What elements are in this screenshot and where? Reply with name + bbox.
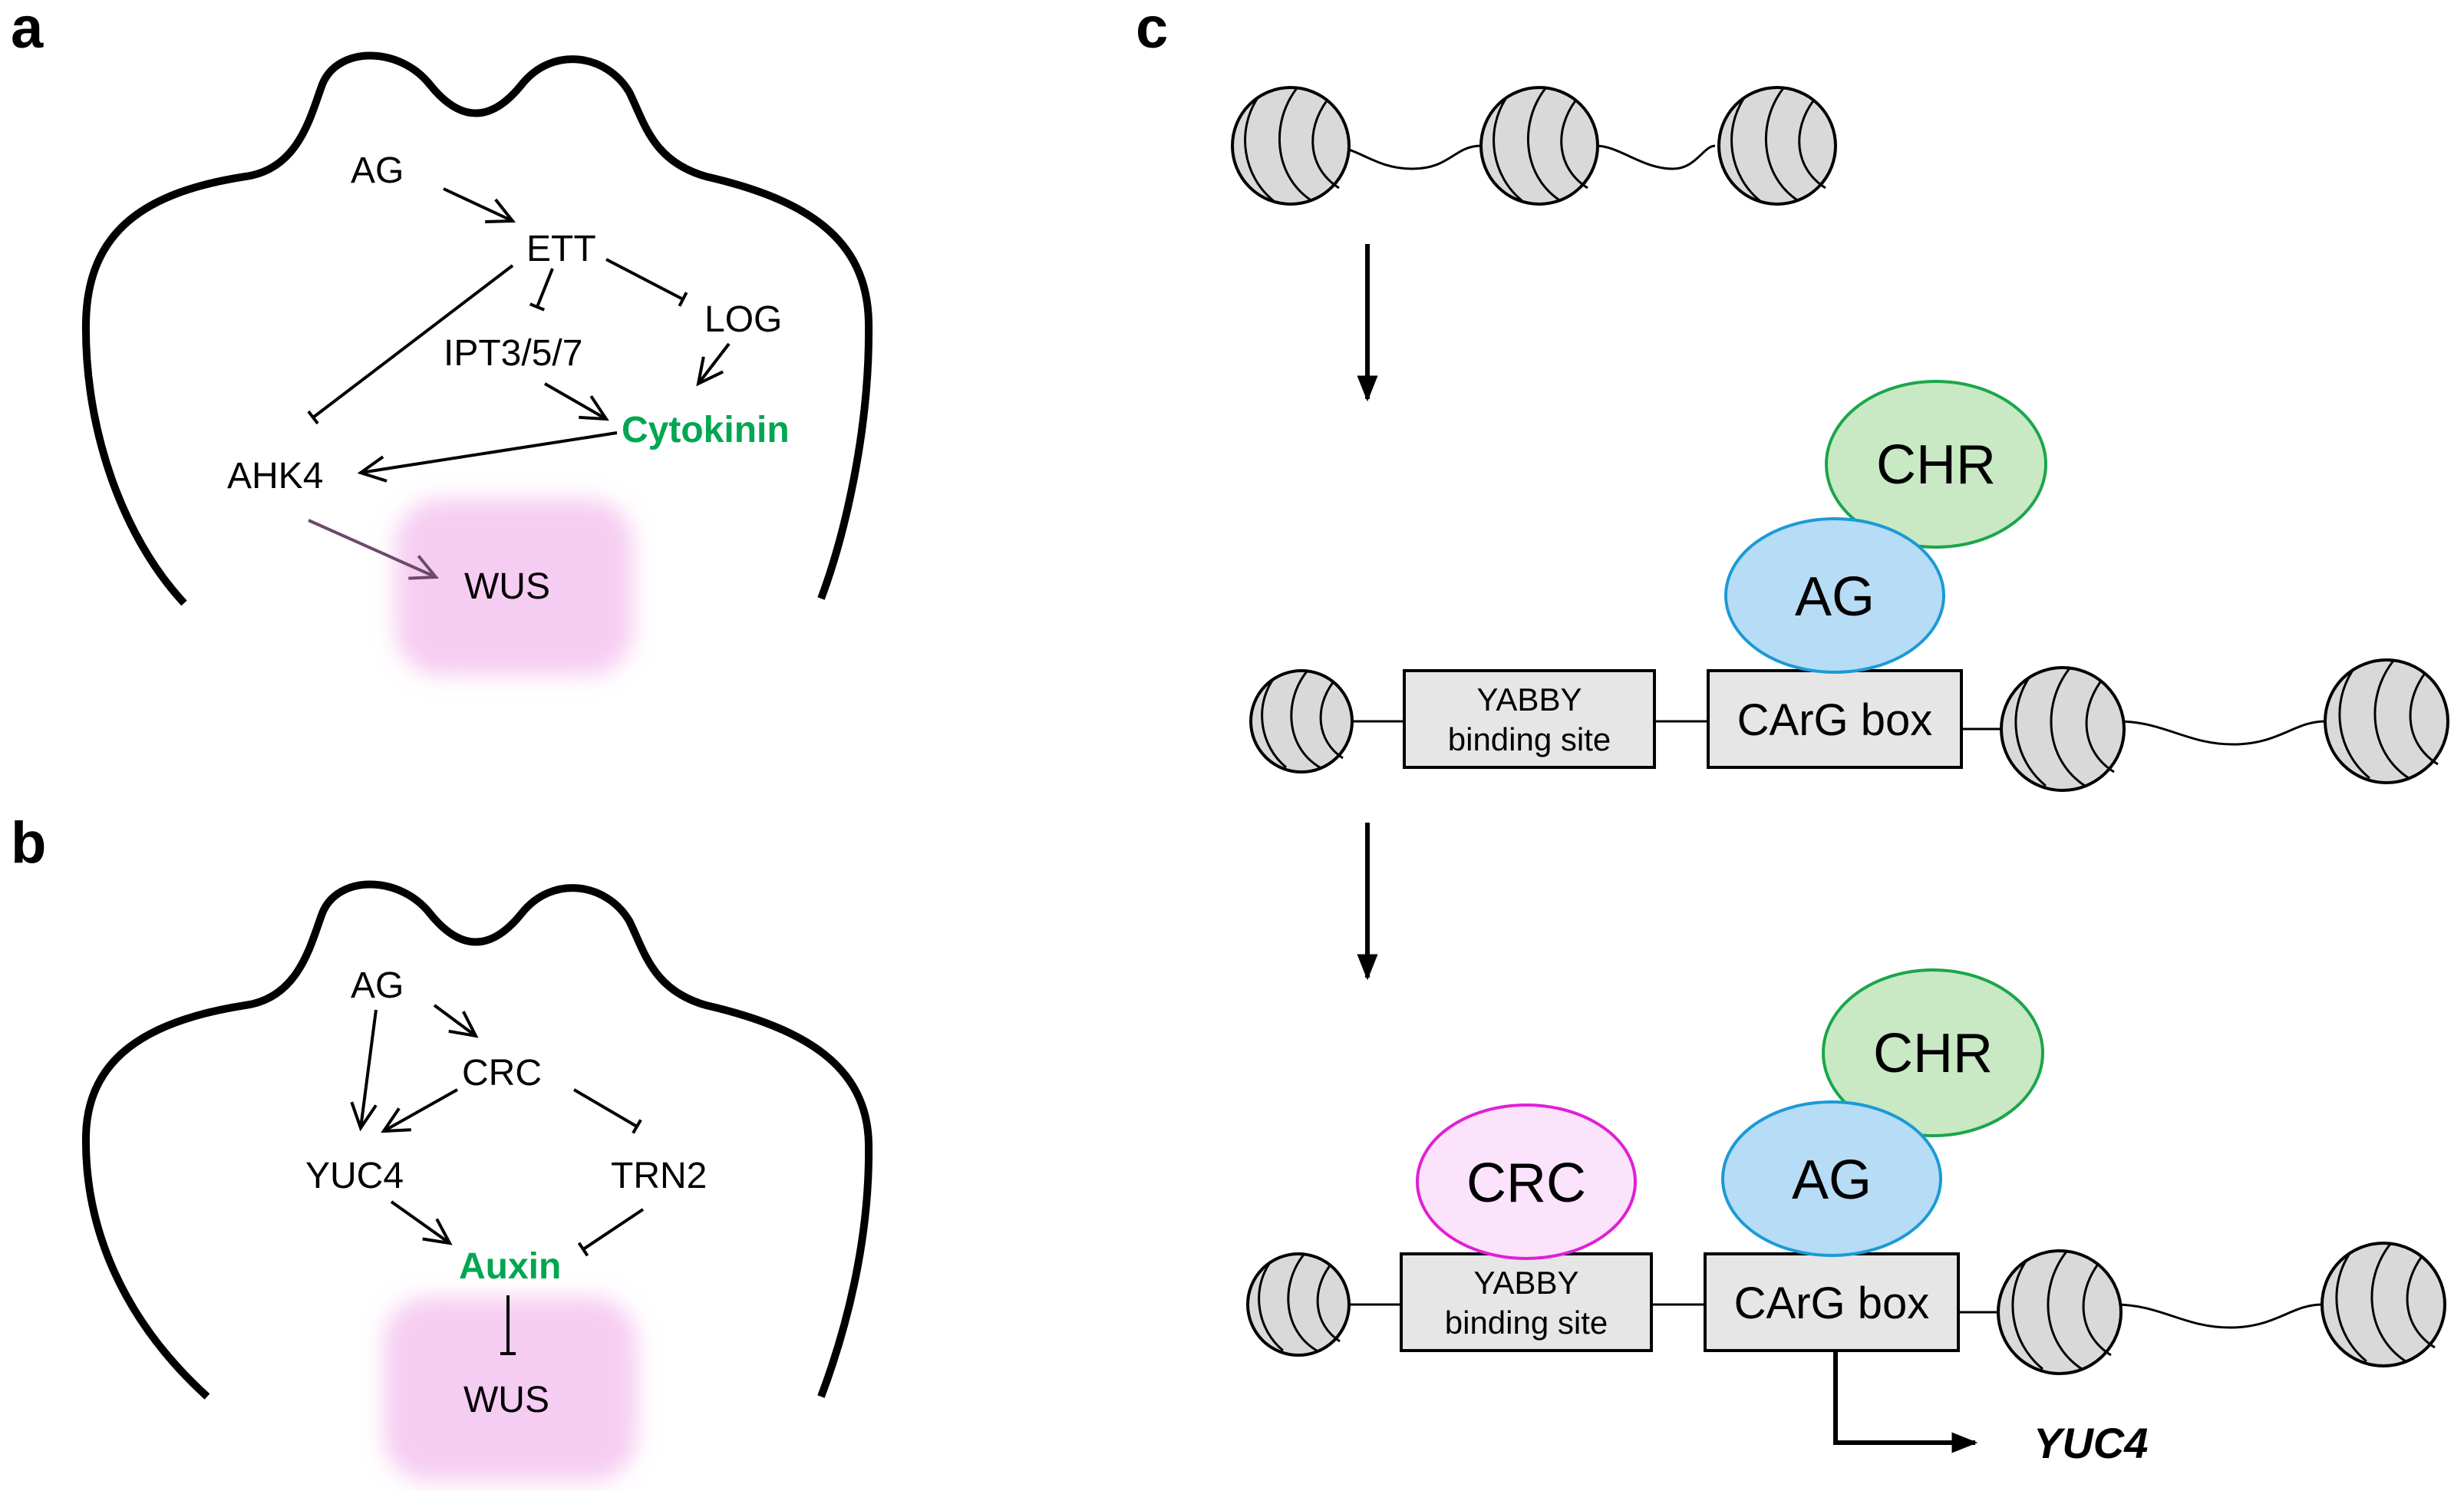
- panel-a-edge-ett-log: [605, 258, 688, 307]
- ag-protein-label: AG: [1795, 566, 1875, 628]
- nucleosome-icon: [1249, 669, 1354, 774]
- panel-a-edge-log-cytokinin: [698, 342, 731, 384]
- yabby-site-label-line1: YABBY: [1474, 1265, 1579, 1301]
- carg-box: [1704, 1252, 1960, 1352]
- nucleosome-icon: [2321, 1242, 2446, 1367]
- yabby-binding-site: [1400, 1252, 1653, 1352]
- ag-protein-label: AG: [1792, 1150, 1872, 1211]
- panel-b-meristem-outline: [81, 880, 873, 1400]
- dna-linker: [1327, 144, 1482, 170]
- carg-box-label: CArG box: [1734, 1278, 1930, 1328]
- panel-a-node-ahk4: AHK4: [227, 456, 323, 496]
- yabby-site-label-line2: binding site: [1448, 721, 1611, 757]
- panel-a-edge-ett-ipt: [529, 268, 554, 312]
- dna-linker: [1595, 144, 1716, 170]
- target-gene-label: YUC4: [2034, 1419, 2148, 1467]
- panel-a-meristem-outline: [81, 51, 873, 606]
- chromatin-closed: [1231, 86, 1837, 206]
- crc-protein: [1416, 1103, 1637, 1260]
- panel-b-edge-yuc4-auxin: [390, 1200, 450, 1243]
- nucleosome-icon: [2000, 666, 2126, 792]
- yabby-binding-site: [1403, 669, 1656, 769]
- panel-b: b AG CRC YUC4 TRN2 Auxin WUS: [11, 810, 873, 1481]
- ag-protein: [1724, 517, 1945, 674]
- panel-b-node-ag: AG: [351, 965, 404, 1006]
- panel-b-node-wus: WUS: [463, 1380, 549, 1420]
- panel-a-edge-ahk4-wus: [308, 519, 436, 577]
- panel-a-node-wus: WUS: [464, 566, 550, 607]
- yabby-site-label-line1: YABBY: [1477, 681, 1582, 717]
- panel-b-node-trn2: TRN2: [611, 1156, 707, 1196]
- panel-b-wus-domain: [384, 1297, 637, 1481]
- panel-a-edge-ett-ahk4: [307, 264, 514, 425]
- panel-b-letter: b: [11, 810, 46, 876]
- nucleosome-icon: [1479, 86, 1599, 206]
- panel-a-edge-ag-ett: [443, 187, 513, 221]
- panel-b-edge-crc-trn2: [572, 1088, 642, 1134]
- chr-protein: [1822, 968, 2044, 1137]
- panel-b-edge-crc-yuc4: [384, 1088, 458, 1131]
- panel-b-node-auxin: Auxin: [459, 1246, 561, 1287]
- panel-a-node-ett: ETT: [526, 229, 596, 269]
- chromatin-row-3: YABBY binding site CArG box CHR AG CRC Y…: [1246, 968, 2446, 1467]
- panel-a-node-cytokinin: Cytokinin: [622, 410, 790, 450]
- chr-protein-label: CHR: [1873, 1023, 1993, 1084]
- panel-b-edge-ag-yuc4: [361, 1009, 378, 1128]
- chromatin-row-2: YABBY binding site CArG box CHR AG: [1249, 380, 2449, 792]
- panel-c: c: [1136, 0, 2449, 1467]
- panel-b-edge-trn2-auxin: [577, 1208, 645, 1257]
- chr-protein: [1825, 380, 2047, 549]
- chr-protein-label: CHR: [1876, 434, 1996, 496]
- crc-protein-label: CRC: [1466, 1153, 1586, 1214]
- panel-a-node-ipt: IPT3/5/7: [444, 333, 582, 374]
- yabby-site-label-line2: binding site: [1445, 1305, 1608, 1341]
- panel-a-edge-ipt-cytokinin: [544, 382, 606, 419]
- ag-protein: [1721, 1100, 1942, 1257]
- nucleosome-icon: [1246, 1252, 1351, 1357]
- panel-a-letter: a: [11, 0, 44, 61]
- nucleosome-icon: [1997, 1249, 2123, 1375]
- nucleosome-icon: [2324, 658, 2449, 784]
- transcription-arrow: [1833, 1351, 1978, 1453]
- panel-b-edge-ag-crc: [433, 1004, 476, 1036]
- panel-a-node-ag: AG: [351, 150, 404, 191]
- panel-a-edge-cytokinin-ahk4: [361, 431, 618, 473]
- panel-a: a AG ETT LOG IPT3/5/7 Cytokinin AHK4 WUS: [11, 0, 873, 675]
- nucleosome-icon: [1717, 86, 1837, 206]
- panel-b-node-crc: CRC: [462, 1053, 542, 1094]
- nucleosome-icon: [1231, 86, 1351, 206]
- panel-b-node-yuc4: YUC4: [305, 1156, 404, 1196]
- panel-a-node-log: LOG: [704, 299, 782, 340]
- panel-a-wus-domain: [395, 499, 633, 675]
- carg-box: [1707, 669, 1963, 769]
- carg-box-label: CArG box: [1737, 695, 1933, 745]
- panel-c-letter: c: [1136, 0, 1168, 61]
